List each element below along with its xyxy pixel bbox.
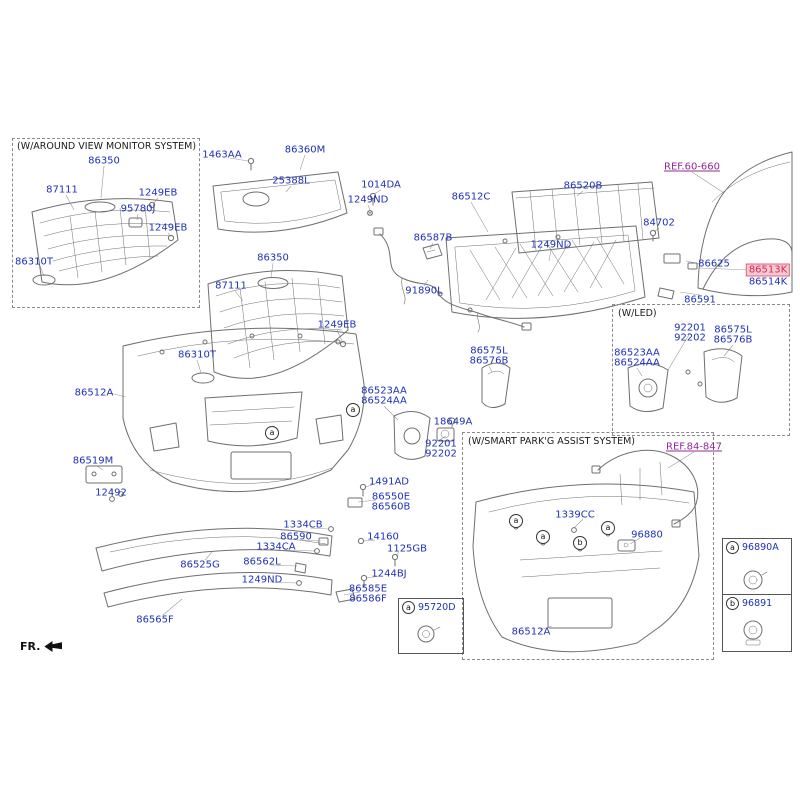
circled-letter-marker: a	[402, 601, 415, 614]
part-label: 95720D	[418, 602, 456, 613]
part-label: 87111	[215, 280, 247, 292]
part-label: 86560B	[371, 501, 411, 513]
part-label: 18649A	[433, 416, 473, 428]
part-label: 96891	[742, 598, 773, 609]
part-label: 14160	[367, 531, 399, 543]
around-view-monitor-box	[12, 138, 200, 308]
part-label: 1244BJ	[371, 568, 407, 580]
part-label: 1249ND	[530, 239, 572, 251]
part-label: 1339CC	[555, 509, 595, 521]
circled-letter-marker: a	[509, 514, 523, 528]
circled-letter-marker: a	[536, 530, 550, 544]
part-label: 92201	[425, 438, 457, 450]
sensor-legend-box: a 96890A b 96891	[722, 538, 792, 652]
part-label: 86514K	[748, 276, 788, 288]
part-label: 86310T	[178, 349, 216, 361]
part-label: 86575L	[470, 345, 508, 357]
circled-letter-marker: b	[726, 597, 739, 610]
highlighted-part-label: 86513K	[745, 263, 791, 277]
part-label: 86524AA	[614, 357, 660, 369]
part-label: 86587B	[413, 232, 453, 244]
part-label: 86524AA	[361, 395, 407, 407]
part-label: 1334CB	[283, 519, 323, 531]
part-label: 95780J	[120, 203, 156, 215]
smart-park-assist-title: (W/SMART PARK'G ASSIST SYSTEM)	[468, 436, 635, 447]
part-label: 86562L	[243, 556, 281, 568]
part-label: 92202	[674, 332, 706, 344]
ref-link[interactable]: REF.60-660	[663, 161, 721, 173]
part-label: 86586F	[349, 593, 387, 605]
part-label: 86576B	[713, 334, 753, 346]
part-label: 1249EB	[317, 319, 357, 331]
part-label: 86575L	[714, 324, 752, 336]
part-label: 96880	[631, 529, 663, 541]
part-label: 86520B	[563, 180, 603, 192]
sensor-95720d-header: a 95720D	[399, 599, 463, 616]
part-label: 86512A	[74, 387, 114, 399]
led-option-title: (W/LED)	[618, 308, 657, 319]
part-label: 86519M	[72, 455, 114, 467]
part-label: 86590	[280, 531, 312, 543]
part-label: 84702	[643, 217, 675, 229]
part-label: 1249ND	[241, 574, 283, 586]
part-label: 86576B	[469, 355, 509, 367]
part-label: 86523AA	[361, 385, 407, 397]
part-label: 1125GB	[386, 543, 428, 555]
part-label: 86512C	[451, 191, 491, 203]
part-label: 86360M	[284, 144, 326, 156]
part-label: 1249EB	[148, 222, 188, 234]
part-label: 86350	[257, 252, 289, 264]
legend-cell-b: b 96891	[723, 594, 791, 649]
sensor-95720d-box: a 95720D	[398, 598, 464, 654]
circled-letter-marker: a	[346, 403, 360, 417]
fr-direction-label: FR.	[20, 640, 63, 653]
circled-letter-marker: b	[573, 536, 587, 550]
led-option-box	[612, 304, 790, 436]
fr-arrow-icon	[44, 641, 63, 652]
part-label: 87111	[46, 184, 78, 196]
part-label: 86585E	[348, 583, 388, 595]
part-label: 1334CA	[256, 541, 296, 553]
part-label: 91890L	[405, 285, 443, 297]
part-label: 25388L	[272, 175, 310, 187]
circled-letter-marker: a	[265, 426, 279, 440]
around-view-monitor-title: (W/AROUND VIEW MONITOR SYSTEM)	[17, 141, 197, 152]
part-label: 86550E	[371, 491, 411, 503]
part-label: 86565F	[136, 614, 174, 626]
part-label: 92202	[425, 448, 457, 460]
circled-letter-marker: a	[726, 541, 739, 554]
fr-text: FR.	[20, 640, 41, 653]
smart-park-assist-box	[462, 432, 714, 660]
part-label: 1249EB	[138, 187, 178, 199]
part-label: 86310T	[15, 256, 53, 268]
ref-link[interactable]: REF.84-847	[665, 441, 723, 453]
part-label: 1014DA	[361, 179, 401, 191]
part-label: 86525G	[180, 559, 220, 571]
part-label: 86523AA	[614, 347, 660, 359]
part-label: 86350	[88, 155, 120, 167]
part-label: 12492	[95, 487, 127, 499]
part-label: 96890A	[742, 542, 779, 553]
part-label: 92201	[674, 322, 706, 334]
legend-cell-a: a 96890A	[723, 539, 791, 594]
circled-letter-marker: a	[601, 521, 615, 535]
part-label: 86512A	[511, 626, 551, 638]
part-label: 86591	[684, 294, 716, 306]
part-label: 1249ND	[347, 194, 389, 206]
part-label: 1463AA	[202, 149, 242, 161]
part-label: 1491AD	[369, 476, 409, 488]
part-label: 86625	[698, 258, 730, 270]
